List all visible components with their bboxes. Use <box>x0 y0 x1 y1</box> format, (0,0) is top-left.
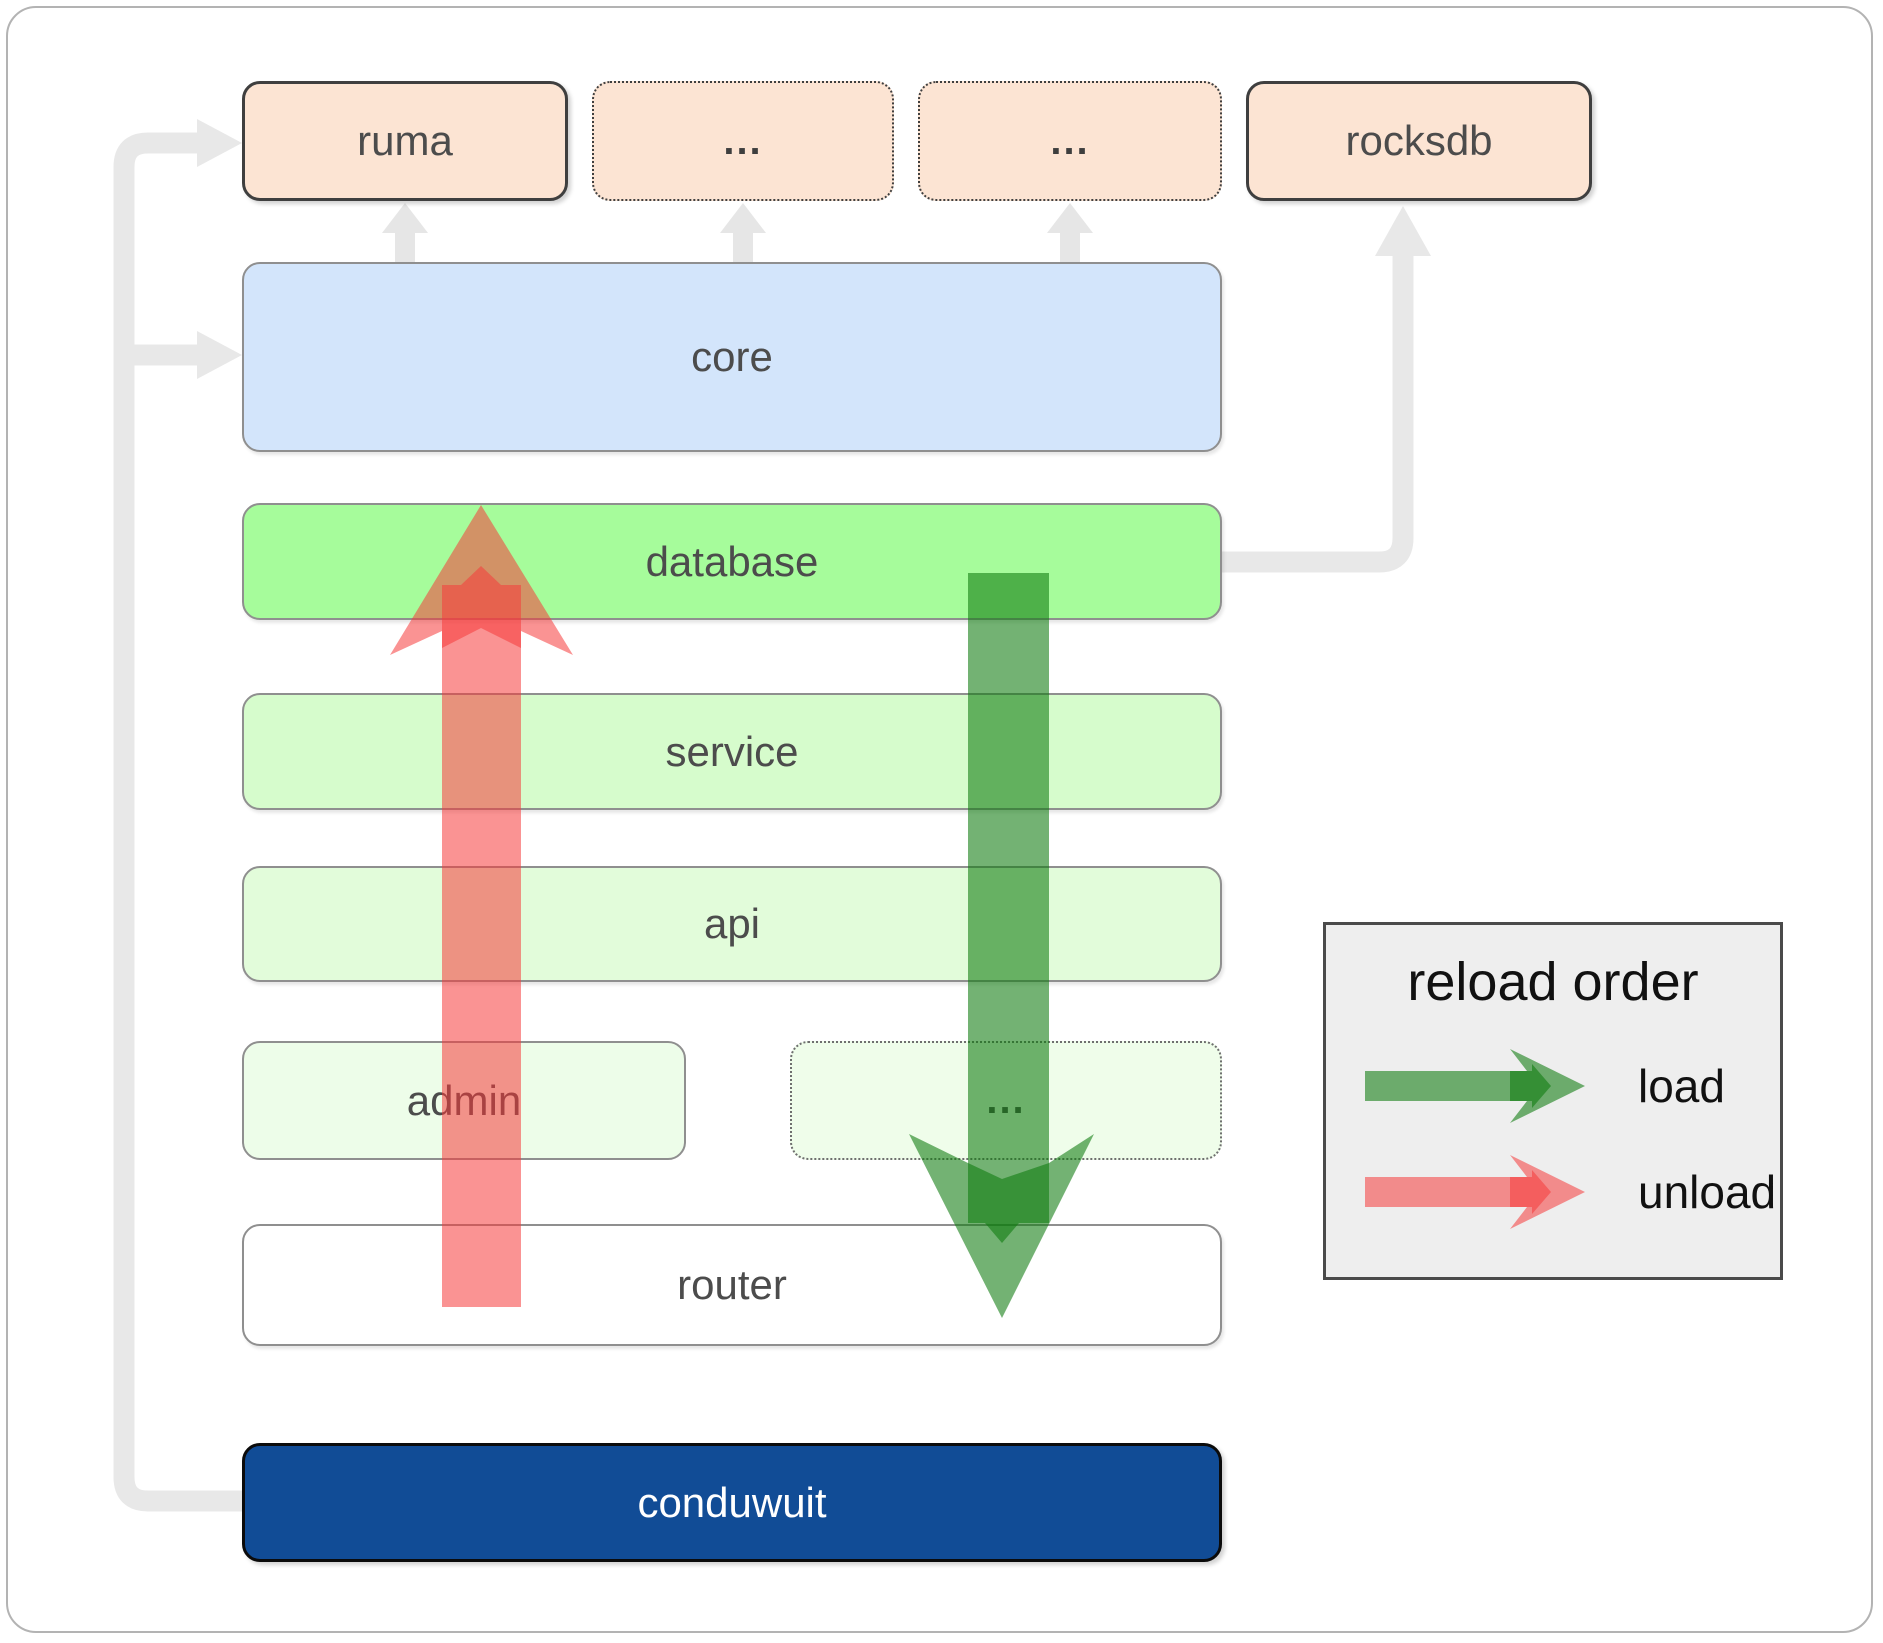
node-core-label: core <box>691 333 773 380</box>
unload-arrow-icon <box>1365 1155 1585 1229</box>
node-api: api <box>242 866 1222 982</box>
node-ellipsis-3: ... <box>790 1041 1222 1160</box>
node-ruma: ruma <box>242 81 568 201</box>
node-service: service <box>242 693 1222 810</box>
node-router: router <box>242 1224 1222 1346</box>
load-arrow-icon <box>1365 1049 1585 1123</box>
node-rocksdb: rocksdb <box>1246 81 1592 201</box>
legend-unload-label: unload <box>1638 1166 1777 1218</box>
node-ellipsis-1-label: ... <box>723 118 763 163</box>
legend-item-load: load <box>1360 1041 1780 1131</box>
outer-frame <box>6 6 1873 1633</box>
node-core: core <box>242 262 1222 452</box>
legend-title: reload order <box>1407 952 1699 1012</box>
node-ruma-label: ruma <box>357 117 453 164</box>
legend: reload order load unload <box>1323 922 1783 1280</box>
node-admin: admin <box>242 1041 686 1160</box>
node-database: database <box>242 503 1222 620</box>
node-conduwuit: conduwuit <box>242 1443 1222 1562</box>
node-ellipsis-2-label: ... <box>1050 118 1090 163</box>
node-ellipsis-1: ... <box>592 81 894 201</box>
legend-load-label: load <box>1638 1060 1725 1112</box>
node-ellipsis-3-label: ... <box>986 1078 1026 1122</box>
node-admin-label: admin <box>406 1076 522 1124</box>
node-router-label: router <box>677 1261 787 1308</box>
node-rocksdb-label: rocksdb <box>1345 117 1493 164</box>
node-service-label: service <box>665 727 799 775</box>
node-conduwuit-label: conduwuit <box>637 1478 827 1526</box>
node-ellipsis-2: ... <box>918 81 1222 201</box>
node-database-label: database <box>645 537 819 585</box>
legend-item-unload: unload <box>1360 1147 1780 1237</box>
node-api-label: api <box>703 900 761 947</box>
